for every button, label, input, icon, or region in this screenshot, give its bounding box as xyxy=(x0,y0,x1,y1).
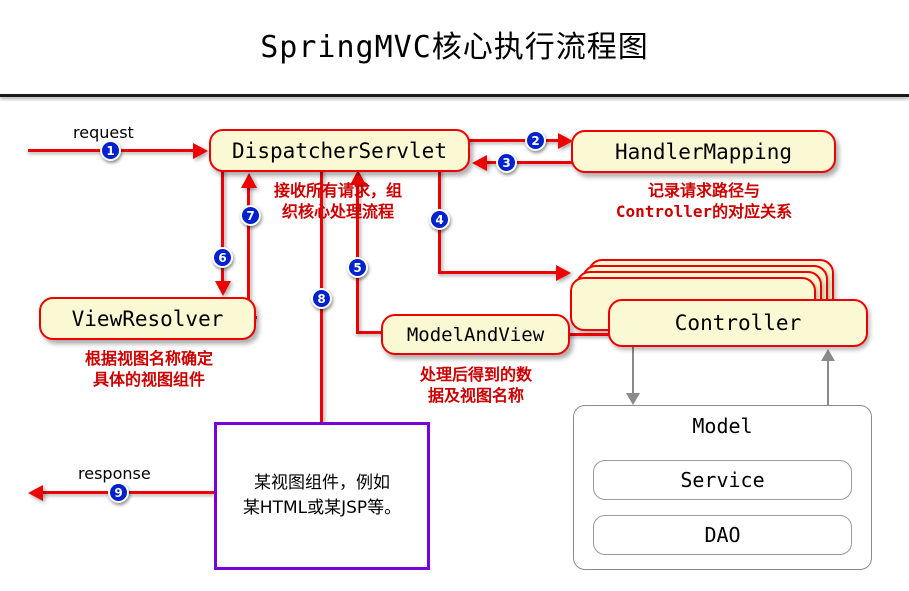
model-link-up-arrow xyxy=(821,349,835,361)
box-service[interactable]: Service xyxy=(593,460,852,500)
box-dispatcher-servlet[interactable]: DispatcherServlet xyxy=(209,129,470,172)
box-controller-label: Controller xyxy=(674,311,802,335)
flow-line-6 xyxy=(221,170,224,285)
arrowhead-7 xyxy=(241,173,257,188)
step-badge-8: 8 xyxy=(311,288,332,309)
arrowhead-2 xyxy=(558,133,573,149)
step-badge-7: 7 xyxy=(240,205,261,226)
box-model-and-view-label: ModelAndView xyxy=(406,323,545,346)
step-badge-4: 4 xyxy=(429,209,450,230)
box-controller[interactable]: Controller xyxy=(608,299,868,347)
arrowhead-6 xyxy=(215,281,231,296)
box-service-label: Service xyxy=(680,468,765,492)
box-dao[interactable]: DAO xyxy=(593,515,852,555)
note-model-and-view: 处理后得到的数 据及视图名称 xyxy=(419,365,532,405)
flow-line-3 xyxy=(486,161,581,164)
arrowhead-5 xyxy=(350,170,366,185)
request-label: request xyxy=(73,123,134,142)
flow-line-controller-to-mav xyxy=(566,333,614,336)
box-view-component-text: 某视图组件，例如 某HTML或某JSP等。 xyxy=(242,473,402,518)
model-link-down-arrow xyxy=(626,393,640,405)
note-handler-mapping: 记录请求路径与 Controller的对应关系 xyxy=(615,181,793,221)
box-model-label: Model xyxy=(692,414,753,438)
box-dao-label: DAO xyxy=(704,523,741,547)
flow-line-5-horizontal xyxy=(356,331,386,334)
model-link-up-line xyxy=(827,360,829,406)
flow-line-2 xyxy=(468,139,565,142)
note-dispatcher-servlet: 接收所有请求，组 织核心处理流程 xyxy=(273,181,402,221)
flow-line-4-horizontal xyxy=(438,271,563,274)
box-model-and-view[interactable]: ModelAndView xyxy=(381,314,570,355)
arrowhead-response xyxy=(28,485,43,501)
flow-line-7-vertical xyxy=(247,186,250,318)
arrowhead-3 xyxy=(472,155,487,171)
arrowhead-4 xyxy=(556,265,571,281)
step-badge-3: 3 xyxy=(496,152,517,173)
step-badge-6: 6 xyxy=(212,247,233,268)
header-divider xyxy=(0,94,909,97)
arrowhead-request xyxy=(193,143,208,159)
model-link-down-line xyxy=(632,347,634,395)
box-handler-mapping-label: HandlerMapping xyxy=(614,139,792,164)
box-view-component[interactable]: 某视图组件，例如 某HTML或某JSP等。 xyxy=(214,422,430,570)
box-dispatcher-servlet-label: DispatcherServlet xyxy=(232,138,447,163)
page-title: SpringMVC核心执行流程图 xyxy=(260,30,649,65)
box-handler-mapping[interactable]: HandlerMapping xyxy=(571,130,836,173)
box-view-resolver-label: ViewResolver xyxy=(71,306,224,331)
step-badge-9: 9 xyxy=(108,482,129,503)
step-badge-2: 2 xyxy=(525,130,546,151)
step-badge-1: 1 xyxy=(100,140,121,161)
note-view-resolver: 根据视图名称确定 具体的视图组件 xyxy=(84,349,213,389)
response-label: response xyxy=(78,464,151,483)
box-view-resolver[interactable]: ViewResolver xyxy=(39,297,256,340)
step-badge-5: 5 xyxy=(347,257,368,278)
